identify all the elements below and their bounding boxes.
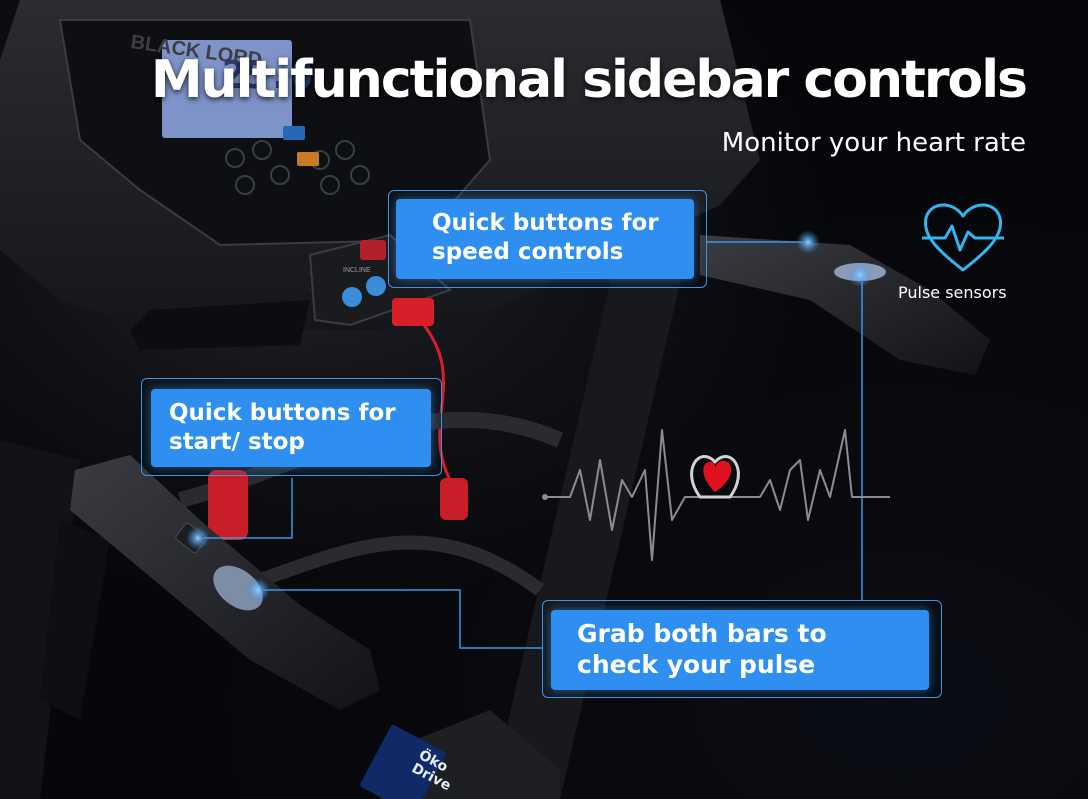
connector-lines (202, 241, 863, 649)
page-title: Multifunctional sidebar controls (150, 50, 1028, 110)
lcd-screen: 25.0 (162, 40, 314, 138)
console-buttons (225, 140, 370, 195)
speed-controls-callout: Quick buttons for speed controls (396, 199, 694, 279)
safety-clip (440, 478, 468, 520)
heart-pulse-icon (922, 203, 1004, 272)
pulse-sensors-label: Pulse sensors (898, 283, 1007, 302)
start-stop-glow (186, 526, 210, 550)
right-handlebar (700, 235, 990, 375)
pulse-check-callout: Grab both bars to check your pulse (551, 610, 929, 690)
heartbeat-graphic (542, 429, 890, 561)
lcd-speed-value: 25.0 (222, 53, 314, 97)
incline-label: INCLINE (343, 267, 371, 274)
safety-cord (418, 319, 452, 481)
left-support (40, 520, 110, 720)
crossbar-lower (227, 535, 545, 597)
page-subtitle: Monitor your heart rate (721, 128, 1026, 158)
safety-key (392, 298, 434, 326)
console-blue-key (283, 126, 305, 140)
pulse-callout-frame (542, 600, 942, 698)
console-orange-key (297, 152, 319, 166)
right-sensor-glow (848, 263, 872, 287)
heart-icon (703, 460, 732, 492)
left-sensor-glow (246, 578, 270, 602)
start-stop-callout-frame (141, 378, 442, 476)
speed-callout-frame (388, 190, 707, 288)
left-red-bracket (208, 470, 248, 540)
oko-drive-badge (360, 725, 446, 799)
start-stop-callout: Quick buttons for start/ stop (151, 389, 431, 467)
speed-button-glow (796, 230, 820, 254)
storage-tray (130, 300, 310, 350)
